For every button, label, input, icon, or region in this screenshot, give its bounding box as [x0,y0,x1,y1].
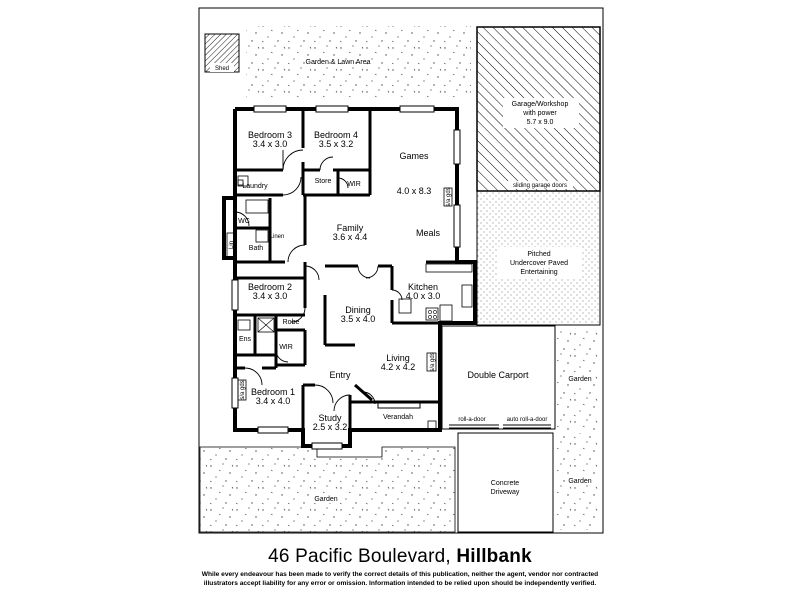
carport-doors [449,424,551,429]
right-garden-low-label-bg [565,476,593,485]
living-dims: 4.2 x 4.2 [381,362,416,372]
disclaimer-text: While every endeavour has been made to v… [201,571,599,587]
double-carport-label: Double Carport [467,370,529,380]
sliding-door-label-bg [507,181,573,189]
games-dims: 4.0 x 8.3 [397,186,432,196]
robe-label: Robe [283,319,300,326]
roll-a-door-label: roll-a-door [458,417,485,423]
garage-workshop [476,26,601,192]
driveway-label-2: Driveway [491,489,520,496]
bathroom-bump-wall [222,196,235,260]
bath-label: Bath [249,245,264,252]
bedroom1-dims: 3.4 x 4.0 [256,396,291,406]
bedroom3-dims: 3.4 x 3.0 [253,139,288,149]
back-garden-area [246,26,471,98]
study-label: Study [318,413,342,423]
entertaining-label-bg [497,247,581,279]
address-suburb: Hillbank [456,546,532,567]
front-garden-label-bg [312,494,340,503]
dining-label: Dining [345,305,371,315]
shed-label: Shed [215,66,229,72]
fixtures [226,175,473,430]
family-dims: 3.6 x 4.4 [333,232,368,242]
wir-bottom-label: WIR [279,344,293,351]
garage-label: Garage/Workshop [512,101,569,108]
right-garden-mid-label: Garden [568,376,591,383]
living-label: Living [386,353,410,363]
entry-label: Entry [329,370,351,380]
bedroom3-label: Bedroom 3 [248,130,292,140]
entertaining-label-2: Undercover Paved [510,260,568,267]
bedroom2-dims: 3.4 x 3.0 [253,291,288,301]
wir-top-label: WIR [347,181,361,188]
games-sliding-door-label: s/a gds [446,187,452,206]
entertaining-label-3: Entertaining [520,269,557,276]
address-street: 46 Pacific Boulevard, [268,546,451,567]
shed-label-bg [210,63,234,72]
garage-power-label: with power [522,110,557,117]
study-dims: 2.5 x 3.2 [313,422,348,432]
bedroom4-dims: 3.5 x 3.2 [319,139,354,149]
bedroom1-label: Bedroom 1 [251,387,295,397]
front-garden-label: Garden [314,496,337,503]
laundry-label: Laundry [242,183,268,190]
interior-walls [235,109,457,430]
wc-label: WC [238,218,250,225]
meals-label: Meals [416,228,441,238]
garage-label-bg [503,98,579,128]
bedroom1-sliding-door-label: s/a gds [240,380,246,399]
concrete-driveway [457,432,554,533]
site-boundary [198,7,604,534]
sliding-door-label: sliding garage doors [513,183,567,189]
auto-roll-a-door-label: auto roll-a-door [507,417,548,423]
living-sliding-door-label: s/a gds [430,352,436,371]
linen-label: Linen [270,234,285,240]
store-label: Store [315,178,332,185]
garage-dims: 5.7 x 9.0 [527,119,554,126]
garden-lawn-label: Garden & Lawn Area [306,59,371,66]
front-garden [199,446,456,533]
bedroom2-label: Bedroom 2 [248,282,292,292]
dining-dims: 3.5 x 4.0 [341,314,376,324]
kitchen-label: Kitchen [408,282,438,292]
right-garden-mid-label-bg [565,374,593,383]
property-address: 46 Pacific Boulevard, Hillbank [0,546,800,568]
bedroom4-label: Bedroom 4 [314,130,358,140]
ens-label: Ens [239,336,252,343]
family-label: Family [337,223,364,233]
games-label: Games [399,151,429,161]
kitchen-dims: 4.0 x 3.0 [406,291,441,301]
entertaining-label-1: Pitched [527,251,550,258]
bath-linen-label: Lin [229,241,235,249]
verandah-label: Verandah [383,414,413,421]
driveway-label-1: Concrete [491,480,520,487]
right-garden-low-label: Garden [568,478,591,485]
